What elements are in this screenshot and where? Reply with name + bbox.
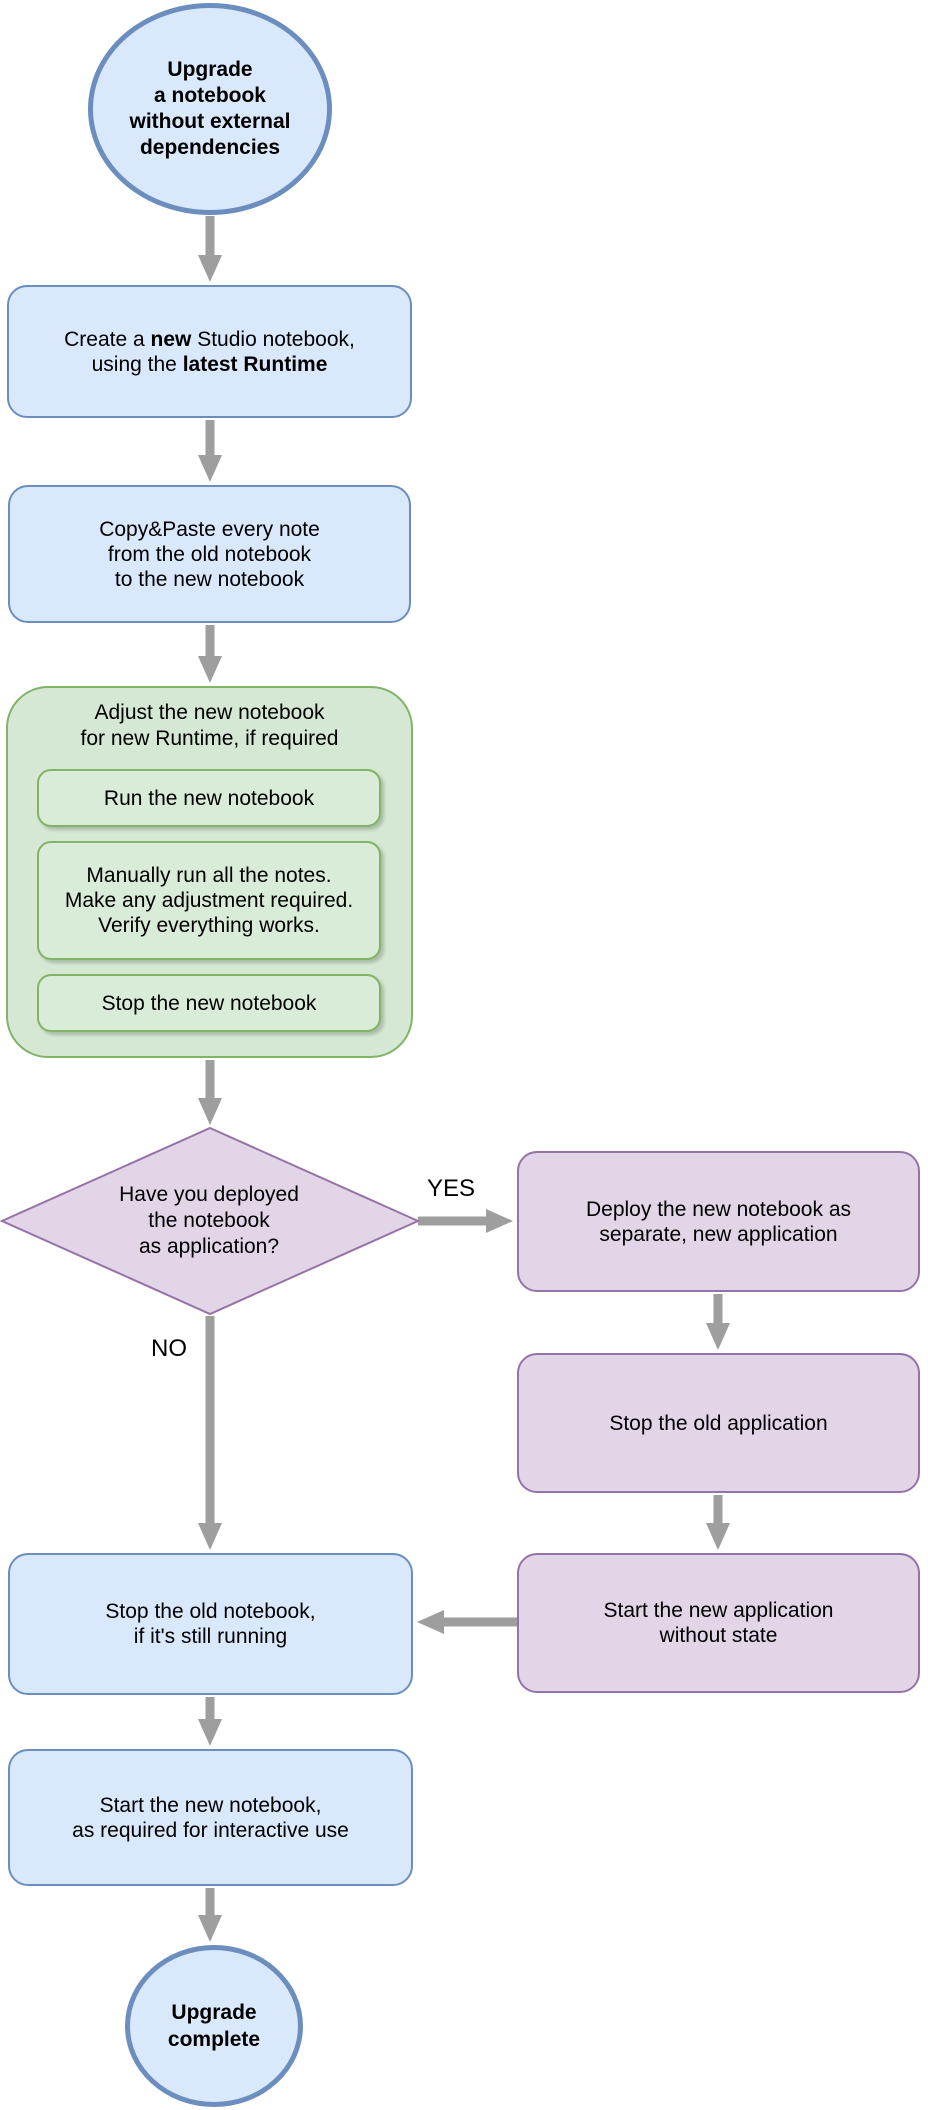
yes-edge-label: YES: [426, 1175, 476, 1202]
node-label-line: Create a new Studio notebook,: [64, 327, 355, 351]
decision-diamond: [0, 1126, 421, 1316]
decision-label: Have you deployed the notebook as applic…: [0, 1128, 418, 1314]
node-label-line: Have you deployed: [119, 1183, 299, 1206]
node-label-line: Upgrade: [167, 58, 253, 81]
node-label-line: Upgrade: [171, 2001, 257, 2024]
node-label-line: separate, new application: [599, 1222, 838, 1246]
copy-paste-box: Copy&Paste every note from the old noteb…: [8, 485, 411, 623]
node-label-line: a notebook: [153, 84, 266, 107]
node-label-line: dependencies: [139, 136, 281, 159]
node-label-line: from the old notebook: [107, 542, 312, 566]
node-label-line: using the latest Runtime: [91, 352, 328, 376]
node-label-line: Copy&Paste every note: [99, 517, 320, 541]
deploy-new-application-box: Deploy the new notebook as separate, new…: [517, 1151, 920, 1292]
node-label-line: Start the new application: [603, 1599, 834, 1622]
start-new-notebook-box: Start the new notebook, as required for …: [8, 1749, 413, 1886]
create-notebook-box: Create a new Studio notebook, using the …: [7, 285, 412, 418]
end-terminator: Upgrade complete: [125, 1945, 303, 2107]
node-label-line: as required for interactive use: [72, 1818, 349, 1842]
start-terminator: Upgrade a notebook without external depe…: [88, 3, 332, 215]
stop-old-application-box: Stop the old application: [517, 1353, 920, 1493]
node-label-line: for new Runtime, if required: [80, 727, 339, 750]
manually-run-notes-box: Manually run all the notes. Make any adj…: [37, 841, 381, 960]
node-label-line: Make any adjustment required.: [64, 889, 354, 912]
stop-old-notebook-box: Stop the old notebook, if it's still run…: [8, 1553, 413, 1695]
node-label-line: if it's still running: [133, 1625, 288, 1648]
node-label-line: as application?: [138, 1235, 280, 1258]
node-label-line: the notebook: [148, 1209, 270, 1232]
stop-new-notebook-box: Stop the new notebook: [37, 974, 381, 1032]
node-label-line: Verify everything works.: [98, 914, 320, 937]
run-new-notebook-box: Run the new notebook: [37, 769, 381, 827]
no-edge-label: NO: [151, 1335, 187, 1362]
adjust-group-container: Adjust the new notebook for new Runtime,…: [6, 686, 413, 1058]
start-new-application-box: Start the new application without state: [517, 1553, 920, 1693]
node-label-line: Manually run all the notes.: [86, 864, 332, 887]
node-label-line: Stop the new notebook: [101, 991, 317, 1015]
node-label-line: Stop the old application: [609, 1411, 828, 1435]
node-label-line: to the new notebook: [114, 567, 305, 591]
adjust-group-title: Adjust the new notebook for new Runtime,…: [8, 700, 411, 752]
node-label-line: Start the new notebook,: [99, 1793, 322, 1817]
node-label-line: Adjust the new notebook: [94, 701, 325, 724]
node-label-line: Run the new notebook: [103, 786, 315, 810]
node-label-line: Deploy the new notebook as: [585, 1197, 851, 1221]
node-label-line: without state: [659, 1624, 778, 1647]
node-label-line: complete: [167, 2028, 261, 2051]
node-label-line: Stop the old notebook,: [105, 1600, 316, 1623]
node-label-line: without external: [129, 110, 291, 133]
